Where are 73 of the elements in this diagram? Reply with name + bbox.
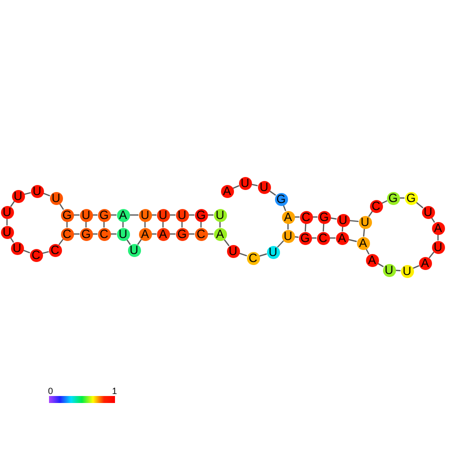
nucleotide-circle: U	[258, 180, 270, 194]
nucleotide-circle: A	[366, 254, 378, 266]
scale-tick-label: 0	[48, 387, 54, 396]
nucleotide-circle: U	[0, 206, 14, 218]
nucleotide-circle: C	[60, 228, 74, 240]
nucleotide-circle: G	[80, 228, 92, 240]
nucleotide-circle: U	[138, 208, 152, 222]
nucleotide-circle: U	[0, 226, 14, 238]
nucleotide-circle: U	[12, 190, 24, 202]
nucleotide-circle: G	[318, 210, 330, 224]
connector-line	[348, 238, 357, 242]
nucleotide-circle: U	[176, 208, 188, 222]
scale-tick-label: 1	[112, 387, 118, 396]
nucleotide-circle: U	[156, 208, 170, 222]
nucleotide-circle: A	[356, 236, 370, 250]
connector-line	[349, 220, 359, 222]
nucleotide-circle: A	[432, 222, 444, 234]
nucleotide-circle: U	[336, 214, 350, 226]
nucleotide-circle: C	[98, 228, 110, 240]
nucleotide-circle: U	[30, 184, 44, 198]
nucleotide-circle: A	[418, 256, 432, 270]
nucleotide-circle: C	[30, 248, 42, 262]
nucleotide-circle: U	[238, 176, 252, 190]
connector-line	[42, 251, 49, 254]
connector-line	[382, 200, 388, 204]
nucleotide-circle: U	[10, 242, 24, 254]
nucleotide-circle: C	[246, 252, 260, 264]
nucleotide-circle: G	[98, 208, 110, 222]
nucleotide-circle: C	[194, 228, 208, 240]
connector-line	[412, 265, 420, 269]
nucleotide-circle: G	[194, 208, 208, 222]
nucleotide-circle: G	[386, 192, 400, 204]
nucleotide-circle: C	[48, 244, 62, 256]
connector-line	[137, 239, 142, 245]
nucleotide-circle: A	[156, 228, 170, 240]
connector-line	[330, 217, 337, 220]
nucleotide-circle: G	[274, 192, 288, 206]
nucleotide-circle: U	[282, 230, 294, 242]
nucleotide-circle: A	[220, 184, 234, 198]
connector-line	[282, 204, 286, 212]
nucleotide-circle: U	[422, 206, 434, 218]
nucleotide-circle: U	[382, 264, 396, 276]
nucleotide-circle: A	[116, 208, 130, 222]
connector-line	[368, 211, 373, 217]
connector-line	[232, 185, 240, 189]
nucleotide-circle: G	[176, 228, 188, 240]
connector-line	[428, 252, 434, 258]
connector-line	[363, 228, 365, 237]
nucleotide-circle: U	[50, 192, 62, 204]
nucleotide-circle: U	[266, 246, 280, 258]
nucleotide-circle: A	[282, 210, 294, 224]
nucleotide-circle: C	[300, 210, 312, 224]
nucleotide-circle: U	[400, 264, 414, 278]
nucleotide-circle: A	[138, 228, 152, 240]
connector-line	[10, 201, 15, 207]
connector-line	[366, 248, 370, 255]
nucleotide-circle: G	[404, 192, 418, 204]
nucleotide-circle: U	[432, 240, 444, 254]
nucleotide-circle: C	[370, 200, 382, 212]
connector-line	[24, 192, 31, 195]
nucleotide-circle: U	[80, 208, 92, 222]
nucleotide-circle: U	[116, 228, 130, 240]
nucleotide-circle: G	[60, 208, 74, 222]
nucleotide-circle: A	[214, 228, 226, 240]
nucleotide-circle: U	[214, 208, 226, 222]
connector-line	[259, 253, 267, 257]
nucleotide-circle: G	[298, 232, 312, 244]
nucleotide-circle: C	[316, 232, 330, 244]
nucleotide-circle: U	[226, 244, 240, 258]
nucleotide-circle: U	[358, 216, 372, 228]
nucleotide-circle: U	[128, 244, 140, 256]
connector-line	[416, 202, 424, 208]
nucleotide-circle: A	[336, 232, 348, 244]
